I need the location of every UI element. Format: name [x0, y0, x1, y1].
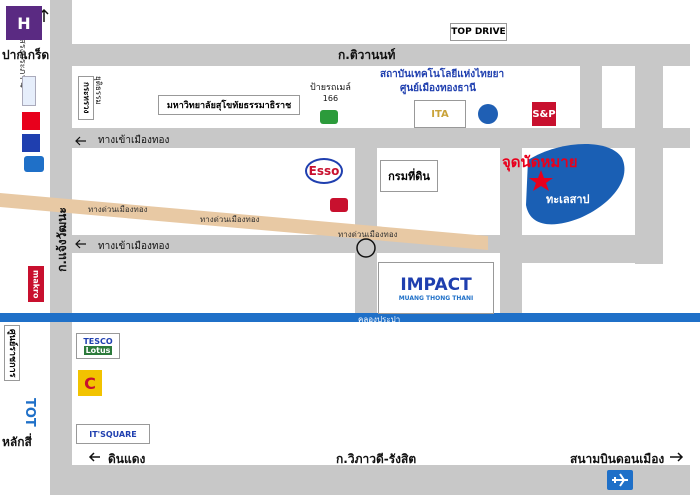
tesco-label: TESCO — [83, 337, 113, 346]
ita-logo-box: ITA — [414, 100, 466, 128]
lake — [526, 143, 625, 225]
busstop-line2: 166 — [322, 94, 339, 103]
stou-box: มหาวิทยาลัยสุโขทัยธรรมาธิราช — [158, 95, 300, 115]
top-drive-box: TOP DRIVE — [450, 23, 507, 41]
lake-label: ทะเลสาป — [546, 193, 590, 206]
road-tiwanon-label: ก.ติวานนท์ — [338, 48, 396, 62]
busstop-line1: ป้ายรถเมล์ — [310, 83, 351, 93]
institute-line1: สถาบันเทคโนโลยีแห่งไทยยา — [380, 69, 505, 80]
busstop-label: ป้ายรถเมล์ 166 — [310, 80, 351, 103]
laksi-label: หลักสี่ — [2, 435, 32, 449]
brand-chip-red — [22, 112, 40, 130]
donmuang-label: สนามบินดอนเมือง — [570, 452, 665, 466]
land-dept-box: กรมที่ดิน — [380, 160, 438, 192]
sp-box: S&P — [532, 102, 556, 126]
canal — [0, 313, 700, 322]
impact-box: IMPACT MUANG THONG THANI — [378, 262, 494, 314]
brand-chip-bus — [24, 156, 44, 172]
ministry-box: กระทรวง — [78, 76, 94, 120]
canal-label: คลองประปา — [358, 315, 401, 324]
hub-logo: H — [6, 6, 42, 40]
tot-label: TOT — [22, 398, 37, 427]
brand-chip-blue — [22, 134, 40, 152]
road-network — [50, 0, 690, 495]
entrance-upper-label: ทางเข้าเมืองทอง — [98, 135, 170, 146]
entrance-lower-label: ทางเข้าเมืองทอง — [98, 241, 170, 252]
road-mid-vertical-2 — [500, 148, 522, 318]
carrefour-chip — [22, 76, 36, 106]
big-c-logo: C — [78, 370, 102, 396]
expressway-label-1: ทางด่วนเมืองทอง — [88, 205, 148, 214]
lotus-label: Lotus — [83, 346, 113, 355]
entrance-arrow-lower-icon — [75, 239, 86, 249]
gov-center-box: ศูนย์ราชการ — [4, 325, 20, 381]
road-east-vertical — [635, 44, 663, 264]
road-tiwanon — [50, 44, 690, 66]
red-bus-icon — [330, 198, 348, 212]
expressway-label-2: ทางด่วนเมืองทอง — [200, 215, 260, 224]
institute-line2: ศูนย์เมืองทองธานี — [400, 83, 476, 94]
meeting-point-label: จุดนัดหมาย — [502, 153, 578, 171]
expressway-label-3: ทางด่วนเมืองทอง — [338, 230, 398, 239]
star-icon — [529, 170, 553, 191]
itsquare-box: IT'SQUARE — [76, 424, 150, 444]
road-vibhavadi — [50, 465, 690, 495]
road-entrance-upper-h — [50, 128, 690, 148]
institute-emblem-icon — [478, 104, 498, 124]
road-east-link — [500, 235, 663, 263]
expressway — [0, 193, 488, 250]
dindaeng-label: ดินแดง — [108, 452, 146, 466]
road-upper-vertical — [580, 44, 602, 148]
pakkret-label: ปากเกร็ด — [2, 48, 50, 62]
tesco-lotus-logo: TESCO Lotus — [76, 333, 120, 359]
left-arrow-icon — [88, 452, 100, 462]
road-chaengwattana-label: ก.แจ้งวัฒนะ — [54, 207, 69, 272]
interchange-circle — [356, 238, 376, 258]
airplane-icon — [612, 473, 628, 487]
impact-title: IMPACT — [400, 274, 472, 295]
ministry-line2-label: ยุติธรรม — [94, 76, 103, 105]
impact-subtitle: MUANG THONG THANI — [398, 294, 474, 302]
esso-logo: Esso — [305, 158, 343, 184]
right-arrow-icon — [670, 452, 684, 462]
entrance-arrow-upper-icon — [75, 136, 86, 146]
ministry-line1: กระทรวง — [82, 82, 91, 114]
road-vibhavadi-label: ก.วิภาวดี-รังสิต — [336, 452, 417, 466]
bus-icon — [320, 110, 338, 124]
makro-logo: makro — [28, 266, 44, 302]
